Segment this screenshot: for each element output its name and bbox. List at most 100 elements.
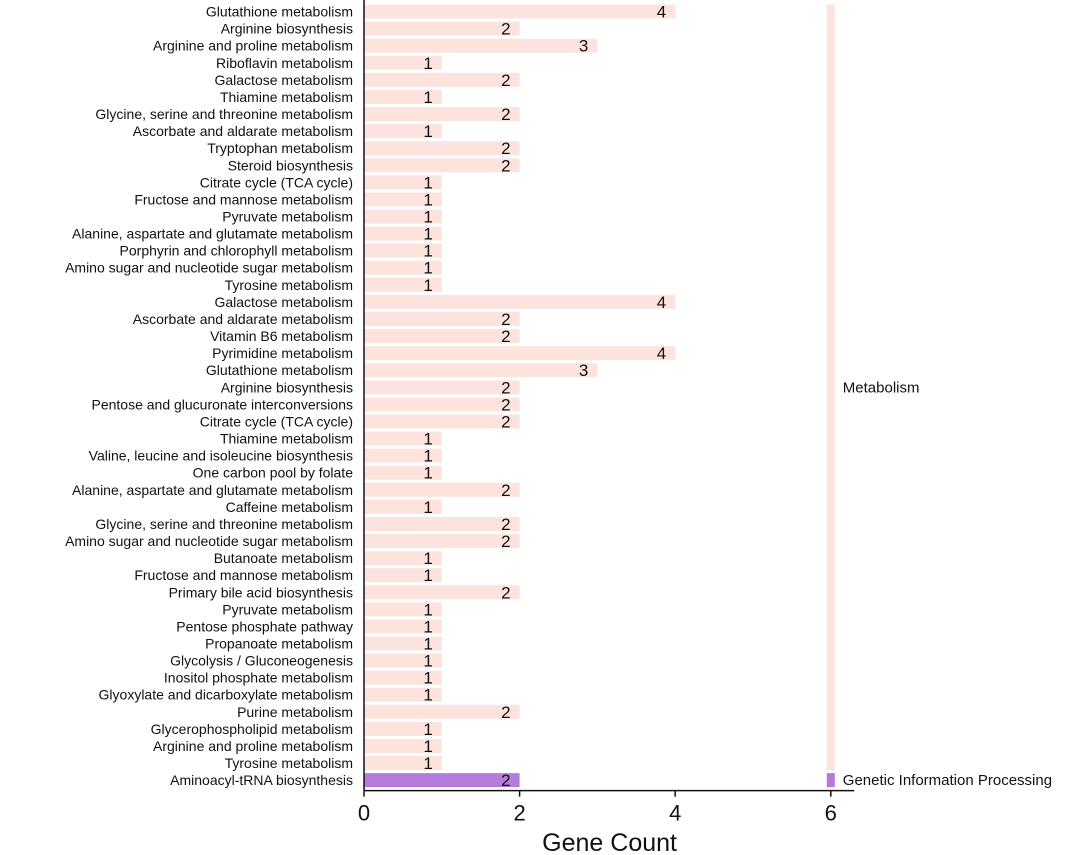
bar-value-label: 1 [423,190,432,209]
bar [364,619,442,634]
bar-value-label: 1 [423,669,432,688]
category-tick-label: Pyrimidine metabolism [212,345,353,361]
bar-value-label: 2 [501,703,510,722]
bar-value-label: 1 [423,242,432,261]
category-tick-label: Glycerophospholipid metabolism [151,721,353,737]
category-tick-label: Tryptophan metabolism [207,140,353,156]
category-tick-label: Tyrosine metabolism [225,755,353,771]
category-tick-label: Fructose and mannose metabolism [134,191,353,207]
bar [364,687,442,702]
category-tick-label: Thiamine metabolism [220,89,353,105]
bar [364,277,442,292]
category-tick-label: Glutathione metabolism [206,4,353,20]
bar-value-label: 1 [423,430,432,449]
x-tick-label: 2 [513,801,525,826]
bar [364,192,442,207]
value-labels: 4231212122111111142243222111212211211111… [423,3,666,791]
category-tick-label: Butanoate metabolism [214,550,353,566]
bar [364,260,442,275]
bar [364,568,442,583]
bar [364,329,520,344]
category-tick-label: Alanine, aspartate and glutamate metabol… [72,482,353,498]
bar-value-label: 1 [423,617,432,636]
category-tick-label: Glycine, serine and threonine metabolism [95,516,353,532]
bar-value-label: 2 [501,583,510,602]
bar-value-label: 1 [423,498,432,517]
bar [364,499,442,514]
category-tick-label: Inositol phosphate metabolism [164,670,353,686]
group-strip-bar [826,4,835,771]
bar [364,534,520,549]
category-tick-label: Amino sugar and nucleotide sugar metabol… [65,260,353,276]
bar-value-label: 2 [501,105,510,124]
bar-value-label: 1 [423,549,432,568]
category-tick-label: Glycine, serine and threonine metabolism [95,106,353,122]
bar-value-label: 1 [423,652,432,671]
category-tick-label: Primary bile acid biosynthesis [169,584,353,600]
category-tick-label: Fructose and mannose metabolism [134,567,353,583]
bar-value-label: 4 [657,3,666,22]
bar-value-label: 2 [501,71,510,90]
category-tick-label: Glycolysis / Gluconeogenesis [170,653,353,669]
category-tick-label: Valine, leucine and isoleucine biosynthe… [89,448,353,464]
bar [364,380,520,395]
category-tick-label: Arginine biosynthesis [221,21,353,37]
group-label: Genetic Information Processing [843,772,1052,789]
bar-value-label: 1 [423,88,432,107]
bar-value-label: 1 [423,686,432,705]
bar-value-label: 1 [423,173,432,192]
bar-value-label: 2 [501,395,510,414]
bar-value-label: 1 [423,276,432,295]
category-tick-label: Purine metabolism [237,704,353,720]
bar-value-label: 2 [501,771,510,790]
category-tick-label: Glutathione metabolism [206,362,353,378]
bar-value-label: 1 [423,122,432,141]
bar-value-label: 1 [423,225,432,244]
bar [364,141,520,156]
bar [364,756,442,771]
category-tick-label: Propanoate metabolism [205,636,353,652]
bar [364,175,442,190]
bar [364,311,520,326]
category-tick-label: Vitamin B6 metabolism [210,328,353,344]
bar [364,4,676,19]
bar-value-label: 2 [501,310,510,329]
bar [364,243,442,258]
bar [364,124,442,139]
bar-value-label: 4 [657,293,666,312]
category-tick-label: Ascorbate and aldarate metabolism [133,311,353,327]
bar-value-label: 1 [423,464,432,483]
bar [364,346,676,361]
category-tick-label: Galactose metabolism [214,294,353,310]
bar-value-label: 1 [423,447,432,466]
bar-value-label: 2 [501,412,510,431]
category-tick-label: Galactose metabolism [214,72,353,88]
bar [364,585,520,600]
category-tick-label: Glyoxylate and dicarboxylate metabolism [99,687,353,703]
bar-value-label: 2 [501,515,510,534]
bar-value-label: 3 [579,361,588,380]
bar [364,158,520,173]
category-tick-label: Tyrosine metabolism [225,277,353,293]
category-tick-label: Steroid biosynthesis [228,157,353,173]
bar [364,516,520,531]
bar [364,294,676,309]
bar [364,107,520,122]
category-tick-label: Amino sugar and nucleotide sugar metabol… [65,533,353,549]
bar-value-label: 2 [501,20,510,39]
bar [364,482,520,497]
x-axis-title: Gene Count [542,829,677,855]
bar-value-label: 2 [501,532,510,551]
category-tick-label: Arginine and proline metabolism [153,738,353,754]
bar [364,431,442,446]
bar [364,670,442,685]
bar-value-label: 1 [423,566,432,585]
group-label: Metabolism [843,379,920,396]
bar-value-label: 1 [423,54,432,73]
x-tick-label: 6 [825,801,837,826]
bar [364,72,520,87]
